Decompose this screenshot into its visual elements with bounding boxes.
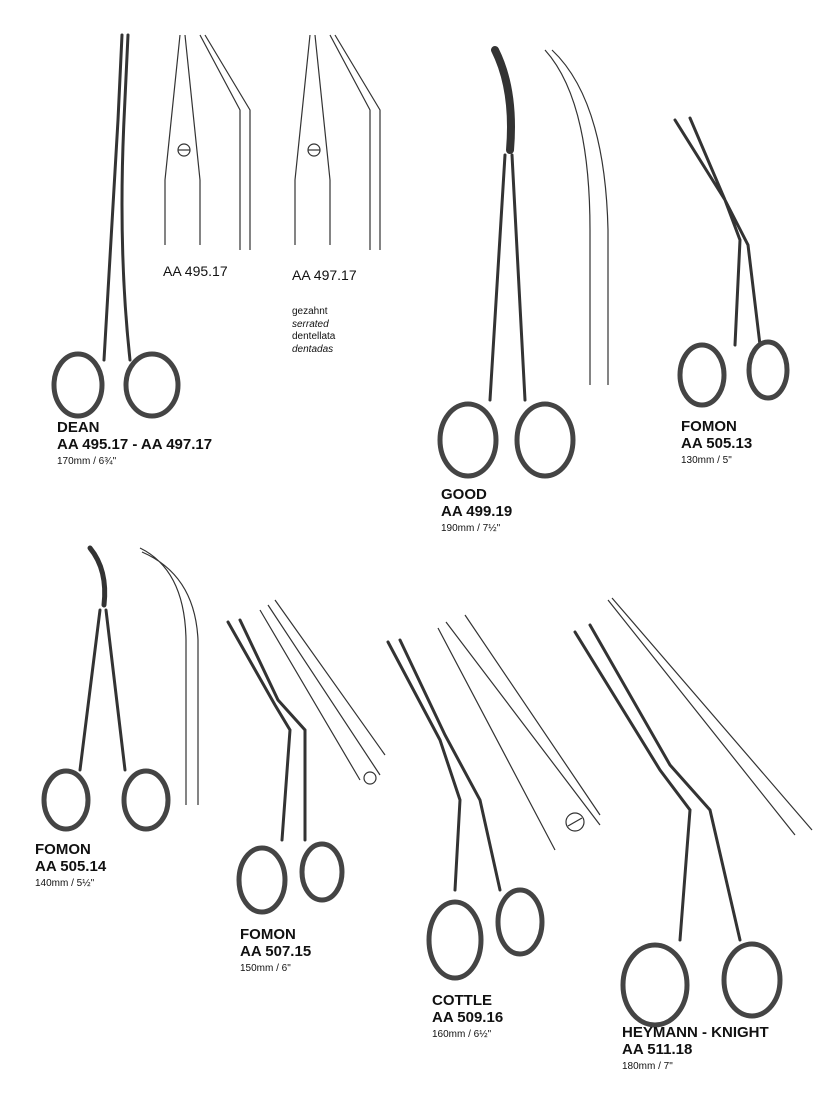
dean-detail-497-image [294, 34, 381, 250]
serrated-note: gezahnt serrated dentellata dentadas [292, 306, 335, 356]
variant-label-495: AA 495.17 [163, 263, 228, 279]
note-es: dentadas [292, 343, 334, 355]
product-size: 150mm / 6" [240, 962, 291, 974]
product-name: GOOD [441, 486, 487, 503]
product-size: 130mm / 5" [681, 454, 732, 466]
product-code: AA 511.18 [622, 1041, 693, 1059]
heymann-knight-scissors-image [573, 597, 813, 1028]
product-name: HEYMANN - KNIGHT [622, 1024, 769, 1041]
fomon-505-14-scissors-image [41, 545, 199, 832]
product-label-cottle: COTTLE AA 509.16 160mm / 6½" [432, 992, 503, 1040]
note-it: dentellata [292, 331, 336, 342]
product-label-fomon-507-15: FOMON AA 507.15 150mm / 6" [240, 926, 311, 974]
good-scissors-image [437, 46, 609, 479]
product-code: AA 505.13 [681, 435, 753, 453]
product-name: FOMON [681, 418, 737, 435]
product-code: AA 495.17 - AA 497.17 [57, 436, 213, 454]
product-label-dean: DEAN AA 495.17 - AA 497.17 170mm / 6¾" [57, 419, 212, 467]
product-label-fomon-505-14: FOMON AA 505.14 140mm / 5½" [35, 841, 106, 889]
product-name: DEAN [57, 419, 100, 436]
note-en: serrated [292, 318, 329, 330]
product-label-fomon-505-13: FOMON AA 505.13 130mm / 5" [681, 418, 752, 466]
product-name: FOMON [35, 841, 91, 858]
fomon-505-13-scissors-image [673, 116, 790, 408]
dean-scissors-image [51, 33, 181, 419]
product-size: 140mm / 5½" [35, 877, 95, 889]
fomon-507-15-scissors-image [226, 599, 386, 915]
variant-label-497: AA 497.17 [292, 267, 357, 283]
product-name: COTTLE [432, 992, 492, 1009]
product-label-good: GOOD AA 499.19 190mm / 7½" [441, 486, 512, 534]
product-size: 190mm / 7½" [441, 522, 501, 534]
dean-detail-495-image [164, 34, 251, 250]
product-code: AA 499.19 [441, 503, 513, 521]
product-code: AA 507.15 [240, 943, 312, 961]
product-code: AA 505.14 [35, 858, 107, 876]
product-name: FOMON [240, 926, 296, 943]
product-code: AA 509.16 [432, 1009, 504, 1027]
cottle-scissors-image [386, 614, 601, 981]
product-size: 160mm / 6½" [432, 1028, 492, 1040]
product-size: 180mm / 7" [622, 1060, 673, 1072]
product-label-heymann-knight: HEYMANN - KNIGHT AA 511.18 180mm / 7" [622, 1024, 769, 1072]
note-de: gezahnt [292, 306, 328, 317]
product-size: 170mm / 6¾" [57, 455, 117, 467]
